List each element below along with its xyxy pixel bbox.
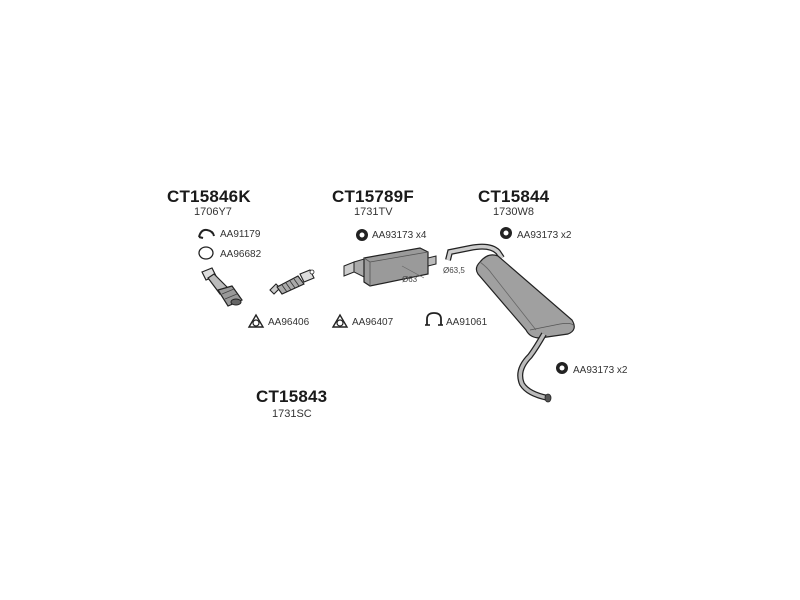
- clamp-icon: [425, 312, 443, 326]
- gasket-icon: [331, 313, 349, 328]
- catalytic-converter-icon: [201, 267, 243, 307]
- part-label-aa93173-x4: AA93173 x4: [372, 230, 427, 241]
- group-code-ct15789f: CT15789F: [332, 187, 414, 206]
- part-label-aa91061: AA91061: [446, 317, 488, 328]
- ring-icon: [198, 246, 214, 260]
- middle-silencer-icon: [343, 247, 437, 287]
- group-code-ct15844: CT15844: [478, 187, 550, 206]
- nut-icon: [500, 227, 512, 239]
- group-code-ct15846k: CT15846K: [167, 187, 251, 206]
- dimension-label-d63-5: Ø63,5: [443, 266, 465, 275]
- group-ref-1731tv: 1731TV: [354, 206, 393, 218]
- rear-silencer-icon: [445, 243, 575, 403]
- part-label-aa96406: AA96406: [268, 317, 310, 328]
- part-label-aa96407: AA96407: [352, 317, 394, 328]
- nut-icon: [356, 229, 368, 241]
- clip-icon: [198, 228, 215, 239]
- part-label-aa96682: AA96682: [220, 249, 262, 260]
- group-ref-1731sc: 1731SC: [272, 408, 312, 420]
- dimension-label-d63: Ø63: [402, 275, 418, 284]
- flex-pipe-icon: [269, 269, 315, 295]
- gasket-icon: [247, 313, 265, 328]
- group-ref-1730w8: 1730W8: [493, 206, 534, 218]
- part-label-aa91179: AA91179: [220, 229, 261, 240]
- part-label-aa93173-x2: AA93173 x2: [517, 230, 572, 241]
- group-ref-1706y7: 1706Y7: [194, 206, 232, 218]
- nut-icon: [556, 362, 568, 374]
- part-label-aa93173-x2: AA93173 x2: [573, 365, 628, 376]
- group-code-ct15843: CT15843: [256, 387, 328, 406]
